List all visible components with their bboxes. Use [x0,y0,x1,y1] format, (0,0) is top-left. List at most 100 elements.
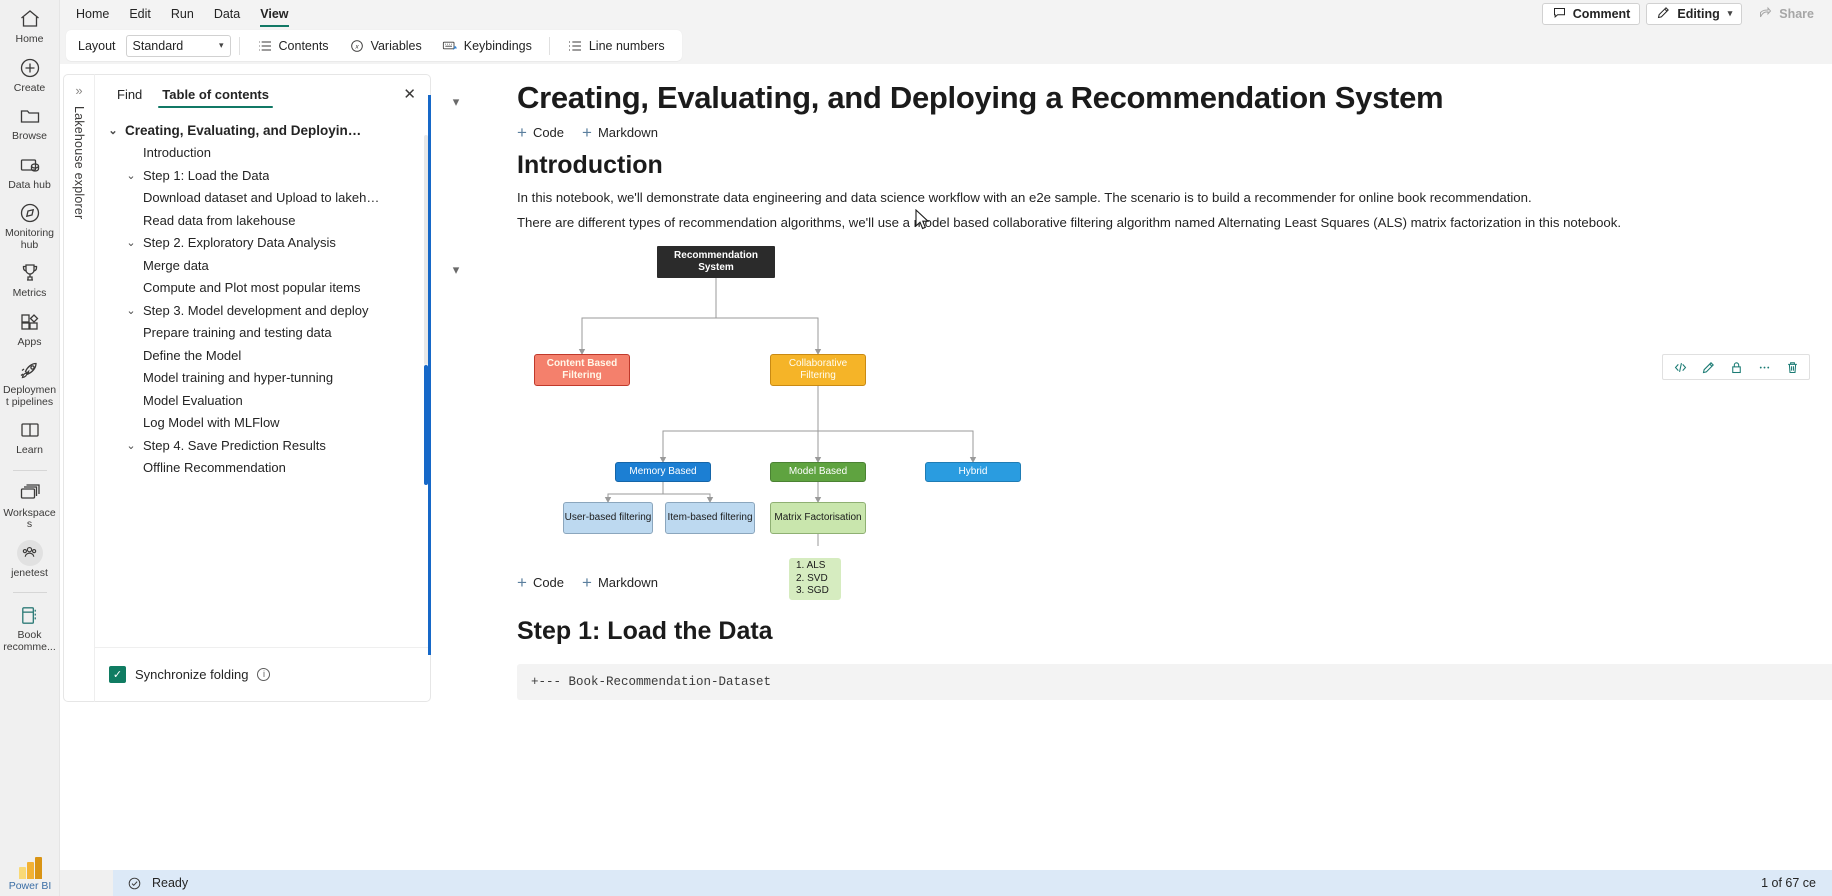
plus-icon: + [517,123,527,142]
toc-item[interactable]: Introduction [95,142,430,165]
chevron-down-icon[interactable]: ⌄ [126,237,136,250]
chevron-double-right-icon[interactable]: » [75,83,83,98]
sidebar-label: Book recomme... [3,629,56,653]
toc-scrollbar-thumb[interactable] [424,365,428,485]
sidebar-item-deployment-pipelines[interactable]: Deployment pipelines [1,357,59,408]
toc-item-label: Step 1: Load the Data [143,167,270,183]
sidebar-label: Apps [17,335,42,348]
toc-scrollbar-track[interactable] [424,135,428,365]
variables-button[interactable]: x Variables [340,33,431,58]
trash-delete-icon[interactable] [1779,355,1805,379]
keybindings-button[interactable]: Keybindings [433,33,541,58]
collapse-caret-icon[interactable]: ▾ [452,262,460,277]
diagram-node-label: Collaborative Filtering [788,357,848,382]
menu-item-run[interactable]: Run [170,7,194,21]
toc-item[interactable]: ⌄Step 3. Model development and deploy [95,299,430,322]
toc-item[interactable]: ⌄Step 2. Exploratory Data Analysis [95,232,430,255]
sidebar-item-jenetest[interactable]: jenetest [1,539,59,580]
sidebar-item-learn[interactable]: Learn [1,417,59,457]
sidebar-item-create[interactable]: Create [1,55,59,95]
toc-item[interactable]: Log Model with MLFlow [95,412,430,435]
menu-item-edit[interactable]: Edit [129,7,151,21]
plus-icon: + [517,573,527,592]
chevron-down-icon[interactable]: ⌄ [126,169,136,182]
diagram-node-cf: Collaborative Filtering [770,354,866,386]
toc-item[interactable]: Read data from lakehouse [95,209,430,232]
tab-table-of-contents[interactable]: Table of contents [152,76,279,112]
toc-item[interactable]: Define the Model [95,344,430,367]
add-code-cell-button[interactable]: + Code [517,123,564,142]
table-of-contents-panel: Find Table of contents ✕ ⌄Creating, Eval… [94,74,431,702]
contents-button[interactable]: Contents [248,33,338,58]
lakehouse-explorer-tab[interactable]: » Lakehouse explorer [63,74,94,702]
notebook-canvas: ▾ Creating, Evaluating, and Deploying a … [433,64,1832,870]
more-ellipsis-icon[interactable] [1751,355,1777,379]
toc-item-label: Model training and hyper-tunning [143,370,334,386]
menu-item-view[interactable]: View [250,1,298,27]
sidebar-item-browse[interactable]: Browse [1,103,59,143]
share-icon [1758,5,1773,23]
ribbon-divider-2 [548,36,550,55]
diagram-node-label: Hybrid [958,465,988,477]
toc-item-label: Read data from lakehouse [143,212,296,228]
toc-item[interactable]: Download dataset and Upload to lakeh… [95,187,430,210]
toc-item[interactable]: ⌄Creating, Evaluating, and Deployin… [95,119,430,142]
toc-item[interactable]: Prepare training and testing data [95,322,430,345]
sidebar-item-metrics[interactable]: Metrics [1,260,59,300]
menu-item-data[interactable]: Data [213,7,241,21]
variables-label: Variables [370,38,422,53]
variables-x-icon: x [349,38,365,54]
sidebar-label: jenetest [11,566,48,579]
diagram-node-ub: User-based filtering [563,502,653,534]
toc-item[interactable]: Merge data [95,254,430,277]
menu-item-home[interactable]: Home [76,7,110,21]
toc-item[interactable]: ⌄ Step 1: Load the Data [95,164,430,187]
add-code-cell-button-2[interactable]: + Code [517,573,564,592]
database-icon [17,152,43,178]
tab-find[interactable]: Find [117,86,143,102]
synchronize-folding-checkbox[interactable]: ✓ [109,666,126,683]
toc-item[interactable]: Model Evaluation [95,389,430,412]
code-line: +--- Book-Recommendation-Dataset [531,675,772,689]
chevron-down-icon[interactable]: ⌄ [126,439,136,452]
code-brackets-icon[interactable] [1667,355,1693,379]
add-markdown-cell-button-2[interactable]: + Markdown [582,573,658,592]
sidebar-item-apps[interactable]: Apps [1,309,59,349]
top-menu-bar: Home Edit Run Data View Comment Editing … [60,0,1832,27]
pencil-edit-icon[interactable] [1695,355,1721,379]
code-cell[interactable]: +--- Book-Recommendation-Dataset [517,664,1832,700]
lock-icon[interactable] [1723,355,1749,379]
sidebar-item-monitoring-hub[interactable]: Monitoring hub [1,200,59,251]
line-numbers-button[interactable]: Line numbers [558,33,674,58]
chevron-down-icon[interactable]: ⌄ [108,124,118,137]
sidebar-label: Data hub [8,178,51,191]
section-heading-step1: Step 1: Load the Data [517,617,773,645]
plus-icon: + [582,573,592,592]
toc-item[interactable]: Compute and Plot most popular items [95,277,430,300]
sidebar-item-home[interactable]: Home [1,6,59,46]
sidebar-item-data-hub[interactable]: Data hub [1,152,59,192]
stacked-windows-icon [17,480,43,506]
layout-select[interactable]: Standard ▾ [125,34,231,57]
add-cell-row-intro: + Code + Markdown [433,568,1832,592]
layout-label: Layout [78,38,116,53]
info-icon[interactable]: i [257,668,271,681]
sidebar-item-workspaces[interactable]: Workspaces [1,480,59,531]
toc-item[interactable]: Model training and hyper-tunning [95,367,430,390]
add-markdown-cell-button[interactable]: + Markdown [582,124,658,141]
check-circle-icon [127,876,142,891]
toc-item[interactable]: ⌄Step 4. Save Prediction Results [95,434,430,457]
editing-button[interactable]: Editing ▾ [1646,2,1743,25]
sidebar-item-book-recommendation[interactable]: Book recomme... [1,602,59,653]
toc-item[interactable]: Offline Recommendation [95,457,430,480]
plus-circle-icon [17,55,43,81]
diagram-node-mf: Matrix Factorisation [770,502,866,534]
chevron-down-icon[interactable]: ⌄ [126,304,136,317]
lakehouse-explorer-label: Lakehouse explorer [72,106,86,220]
comment-button[interactable]: Comment [1541,2,1641,25]
close-icon[interactable]: ✕ [403,86,416,103]
notebook-icon [17,602,43,628]
collapse-caret-icon[interactable]: ▾ [452,94,460,109]
share-button[interactable]: Share [1748,3,1824,25]
toc-list[interactable]: ⌄Creating, Evaluating, and Deployin…Intr… [95,113,430,647]
